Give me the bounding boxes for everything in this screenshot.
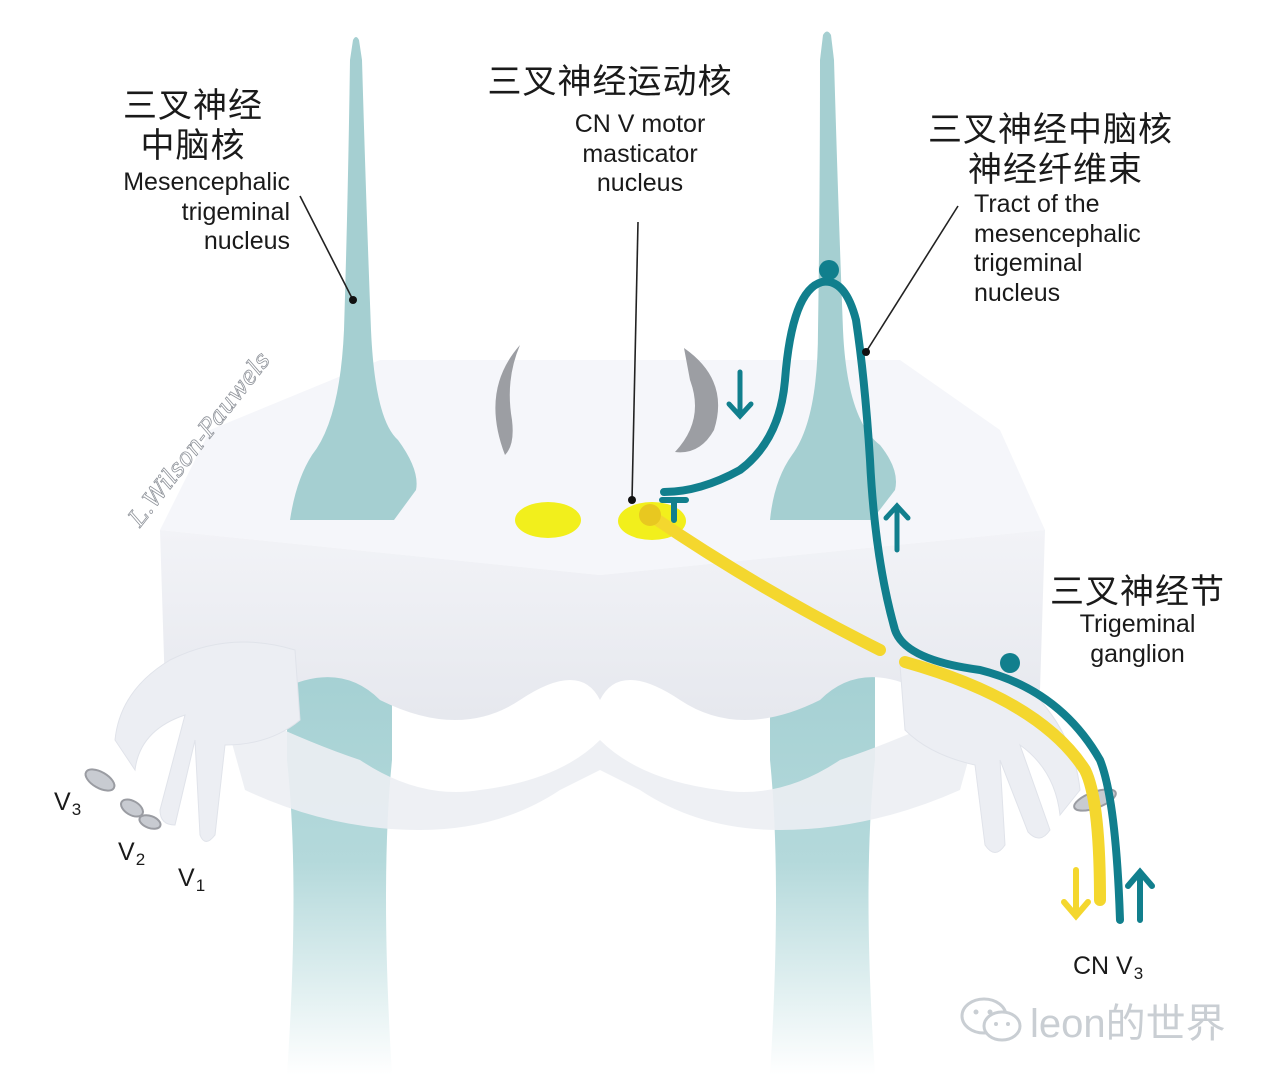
- root-cut-v2: [120, 798, 144, 818]
- root-label-v3: V3: [54, 788, 82, 819]
- watermark-text: leon的世界: [1030, 1002, 1226, 1046]
- tract-fiber: [660, 277, 1124, 924]
- arrow-up-sensory: [1125, 867, 1155, 923]
- leader-tract: [865, 205, 959, 353]
- root-label-v1: V1: [178, 864, 206, 895]
- arrow-down-tract: [726, 369, 754, 420]
- root-cut-v3: [84, 768, 116, 792]
- motor-fiber: [644, 509, 886, 656]
- motor-neuron-soma: [639, 504, 661, 526]
- left-trigeminal-root: [114, 641, 301, 842]
- mesencephalic-en-label: Mesencephalic trigeminal nucleus: [123, 168, 290, 255]
- wechat-icon: [960, 997, 1022, 1042]
- left-ventricle-crescent: [495, 345, 520, 455]
- ganglion-zh-label: 三叉神经节: [1050, 572, 1225, 612]
- brainstem-top-face: [160, 360, 1045, 575]
- mesencephalic-zh-label: 三叉神经 中脑核: [123, 86, 263, 167]
- motor-nucleus-zh-label: 三叉神经运动核: [487, 62, 733, 102]
- left-motor-nucleus: [515, 502, 581, 538]
- leader-mesencephalic: [299, 195, 354, 301]
- right-ventricle-crescent: [675, 348, 719, 453]
- mesencephalic-neuron-soma: [819, 260, 839, 280]
- brainstem-front-face: [160, 530, 1045, 720]
- tract-en-label: Tract of the mesencephalic trigeminal nu…: [974, 190, 1141, 307]
- left-column-lower: [287, 600, 392, 1075]
- brainstem-block: [160, 360, 1045, 830]
- motor-fiber-2: [899, 656, 1106, 906]
- arrow-up-tract: [883, 502, 911, 553]
- cn-v3-label: CN V3: [1073, 952, 1144, 983]
- root-label-v2: V2: [118, 838, 146, 869]
- motor-nucleus-en-label: CN V motor masticator nucleus: [574, 110, 706, 197]
- arrow-down-motor: [1061, 867, 1091, 921]
- ganglion-en-label: Trigeminal ganglion: [1079, 610, 1196, 668]
- right-column-lower: [770, 600, 875, 1075]
- root-cut-v1: [138, 814, 162, 830]
- leader-motor: [631, 221, 639, 501]
- left-mesencephalic-column: [290, 37, 417, 520]
- ganglion-neuron-soma: [1000, 653, 1020, 673]
- watermark: leon的世界: [958, 990, 1226, 1050]
- brainstem-lower-bulge: [220, 700, 985, 830]
- tract-zh-label: 三叉神经中脑核 神经纤维束: [928, 110, 1173, 191]
- synapse-terminal: [659, 497, 689, 523]
